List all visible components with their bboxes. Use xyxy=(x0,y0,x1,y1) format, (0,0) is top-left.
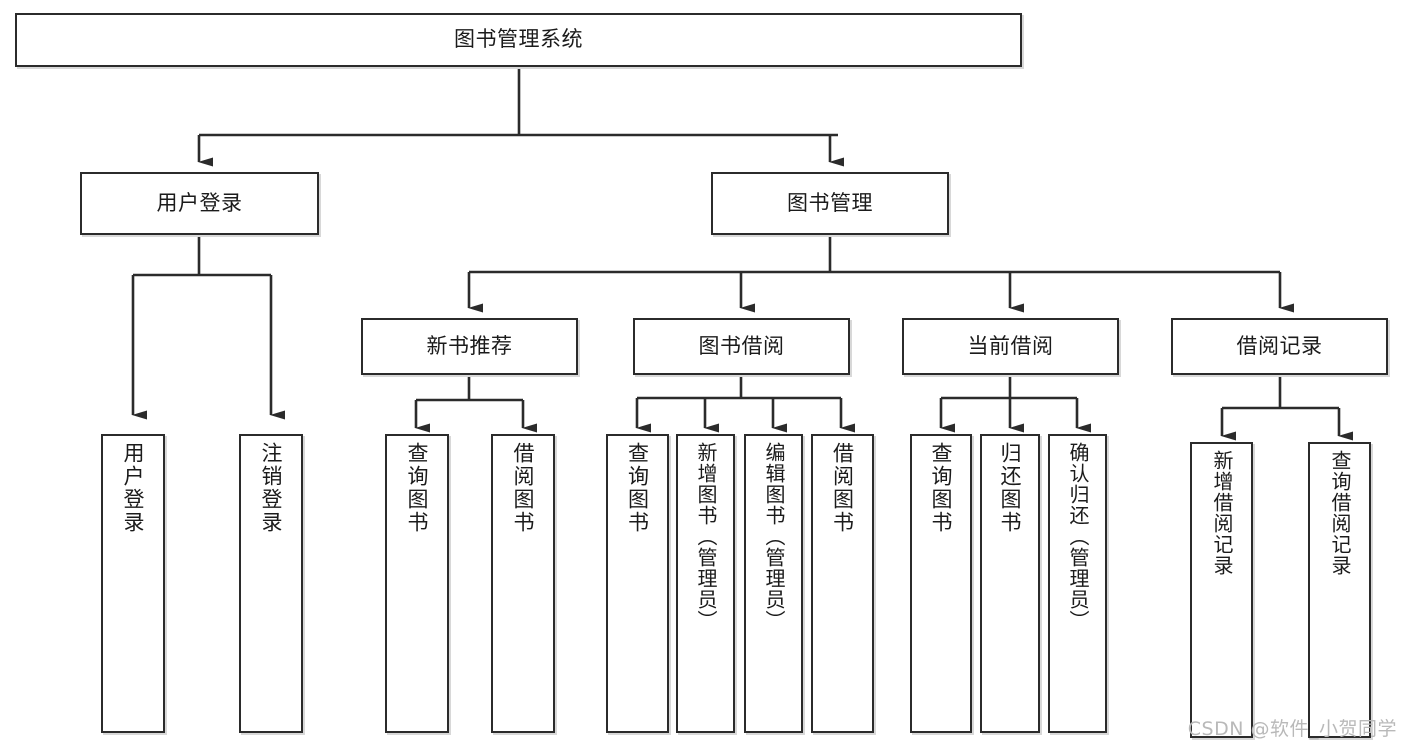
node-label: 当前借阅 xyxy=(967,333,1054,358)
leaf-return-book[interactable]: 归还图书 xyxy=(980,434,1040,733)
csdn-watermark: CSDN @软件_小贺同学 xyxy=(1187,718,1397,740)
leaf-borrow-book-borrow[interactable]: 借阅图书 xyxy=(811,434,874,733)
leaf-query-borrow-record[interactable]: 查询借阅记录 xyxy=(1308,442,1371,738)
leaf-add-borrow-record[interactable]: 新增借阅记录 xyxy=(1190,442,1253,738)
node-label: 注销登录 xyxy=(259,442,284,534)
node-label: 确认归还（管理员） xyxy=(1066,442,1090,631)
node-label: 查询图书 xyxy=(405,442,430,534)
node-label: 查询图书 xyxy=(625,442,650,534)
leaf-logout-login[interactable]: 注销登录 xyxy=(239,434,303,733)
node-label: 借阅图书 xyxy=(830,442,855,534)
leaf-edit-book-admin[interactable]: 编辑图书（管理员） xyxy=(744,434,803,733)
leaf-user-login[interactable]: 用户登录 xyxy=(101,434,165,733)
node-user-login[interactable]: 用户登录 xyxy=(80,172,319,235)
leaf-confirm-return-admin[interactable]: 确认归还（管理员） xyxy=(1048,434,1107,733)
node-label: 图书管理 xyxy=(787,190,873,215)
node-borrow-record[interactable]: 借阅记录 xyxy=(1171,318,1388,375)
node-label: 借阅记录 xyxy=(1236,333,1323,358)
node-book-borrow[interactable]: 图书借阅 xyxy=(633,318,850,375)
node-label: 借阅图书 xyxy=(511,442,536,534)
node-root-book-management-system[interactable]: 图书管理系统 xyxy=(15,13,1022,67)
leaf-add-book-admin[interactable]: 新增图书（管理员） xyxy=(676,434,735,733)
node-label: 新增借阅记录 xyxy=(1210,450,1234,576)
node-label: 查询借阅记录 xyxy=(1328,450,1352,576)
node-new-book-recommend[interactable]: 新书推荐 xyxy=(361,318,578,375)
node-current-borrow[interactable]: 当前借阅 xyxy=(902,318,1119,375)
node-label: 用户登录 xyxy=(156,190,243,215)
leaf-borrow-book-newbook[interactable]: 借阅图书 xyxy=(491,434,555,733)
node-label: 新增图书（管理员） xyxy=(694,442,718,631)
node-label: 归还图书 xyxy=(998,442,1023,534)
leaf-query-book-borrow[interactable]: 查询图书 xyxy=(606,434,669,733)
node-label: 查询图书 xyxy=(929,442,954,534)
leaf-query-book-current[interactable]: 查询图书 xyxy=(910,434,972,733)
node-label: 图书管理系统 xyxy=(454,27,583,52)
node-label: 编辑图书（管理员） xyxy=(762,442,786,631)
node-book-management[interactable]: 图书管理 xyxy=(711,172,949,235)
node-label: 图书借阅 xyxy=(698,333,785,358)
leaf-query-book-newbook[interactable]: 查询图书 xyxy=(385,434,449,733)
node-label: 新书推荐 xyxy=(426,333,513,358)
node-label: 用户登录 xyxy=(121,442,146,534)
